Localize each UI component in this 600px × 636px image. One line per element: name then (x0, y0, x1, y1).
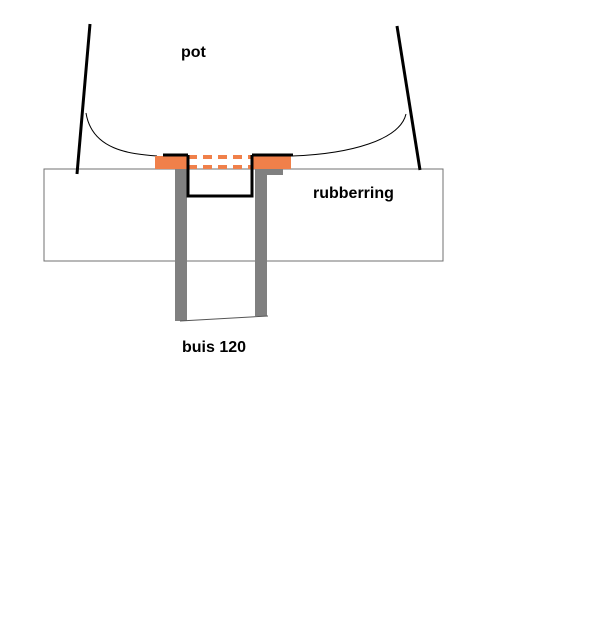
pot-bottom-curve-right (291, 113, 407, 157)
board-rectangle (43, 168, 444, 262)
pot-bottom-curve-left (85, 112, 158, 157)
tube-right-wall (255, 168, 267, 316)
tube-right-flange (255, 168, 283, 180)
pot-label: pot (181, 44, 206, 61)
fitting-cup (186, 155, 254, 198)
rubberring-label: rubberring (313, 185, 394, 202)
tube-left-wall (175, 168, 187, 321)
tube-bottom-line (179, 315, 269, 322)
seal-left (155, 156, 187, 169)
pot-left-wall (75, 23, 92, 175)
pot-right-wall (395, 25, 422, 171)
buis-label: buis 120 (182, 339, 247, 356)
seal-right (253, 156, 291, 169)
